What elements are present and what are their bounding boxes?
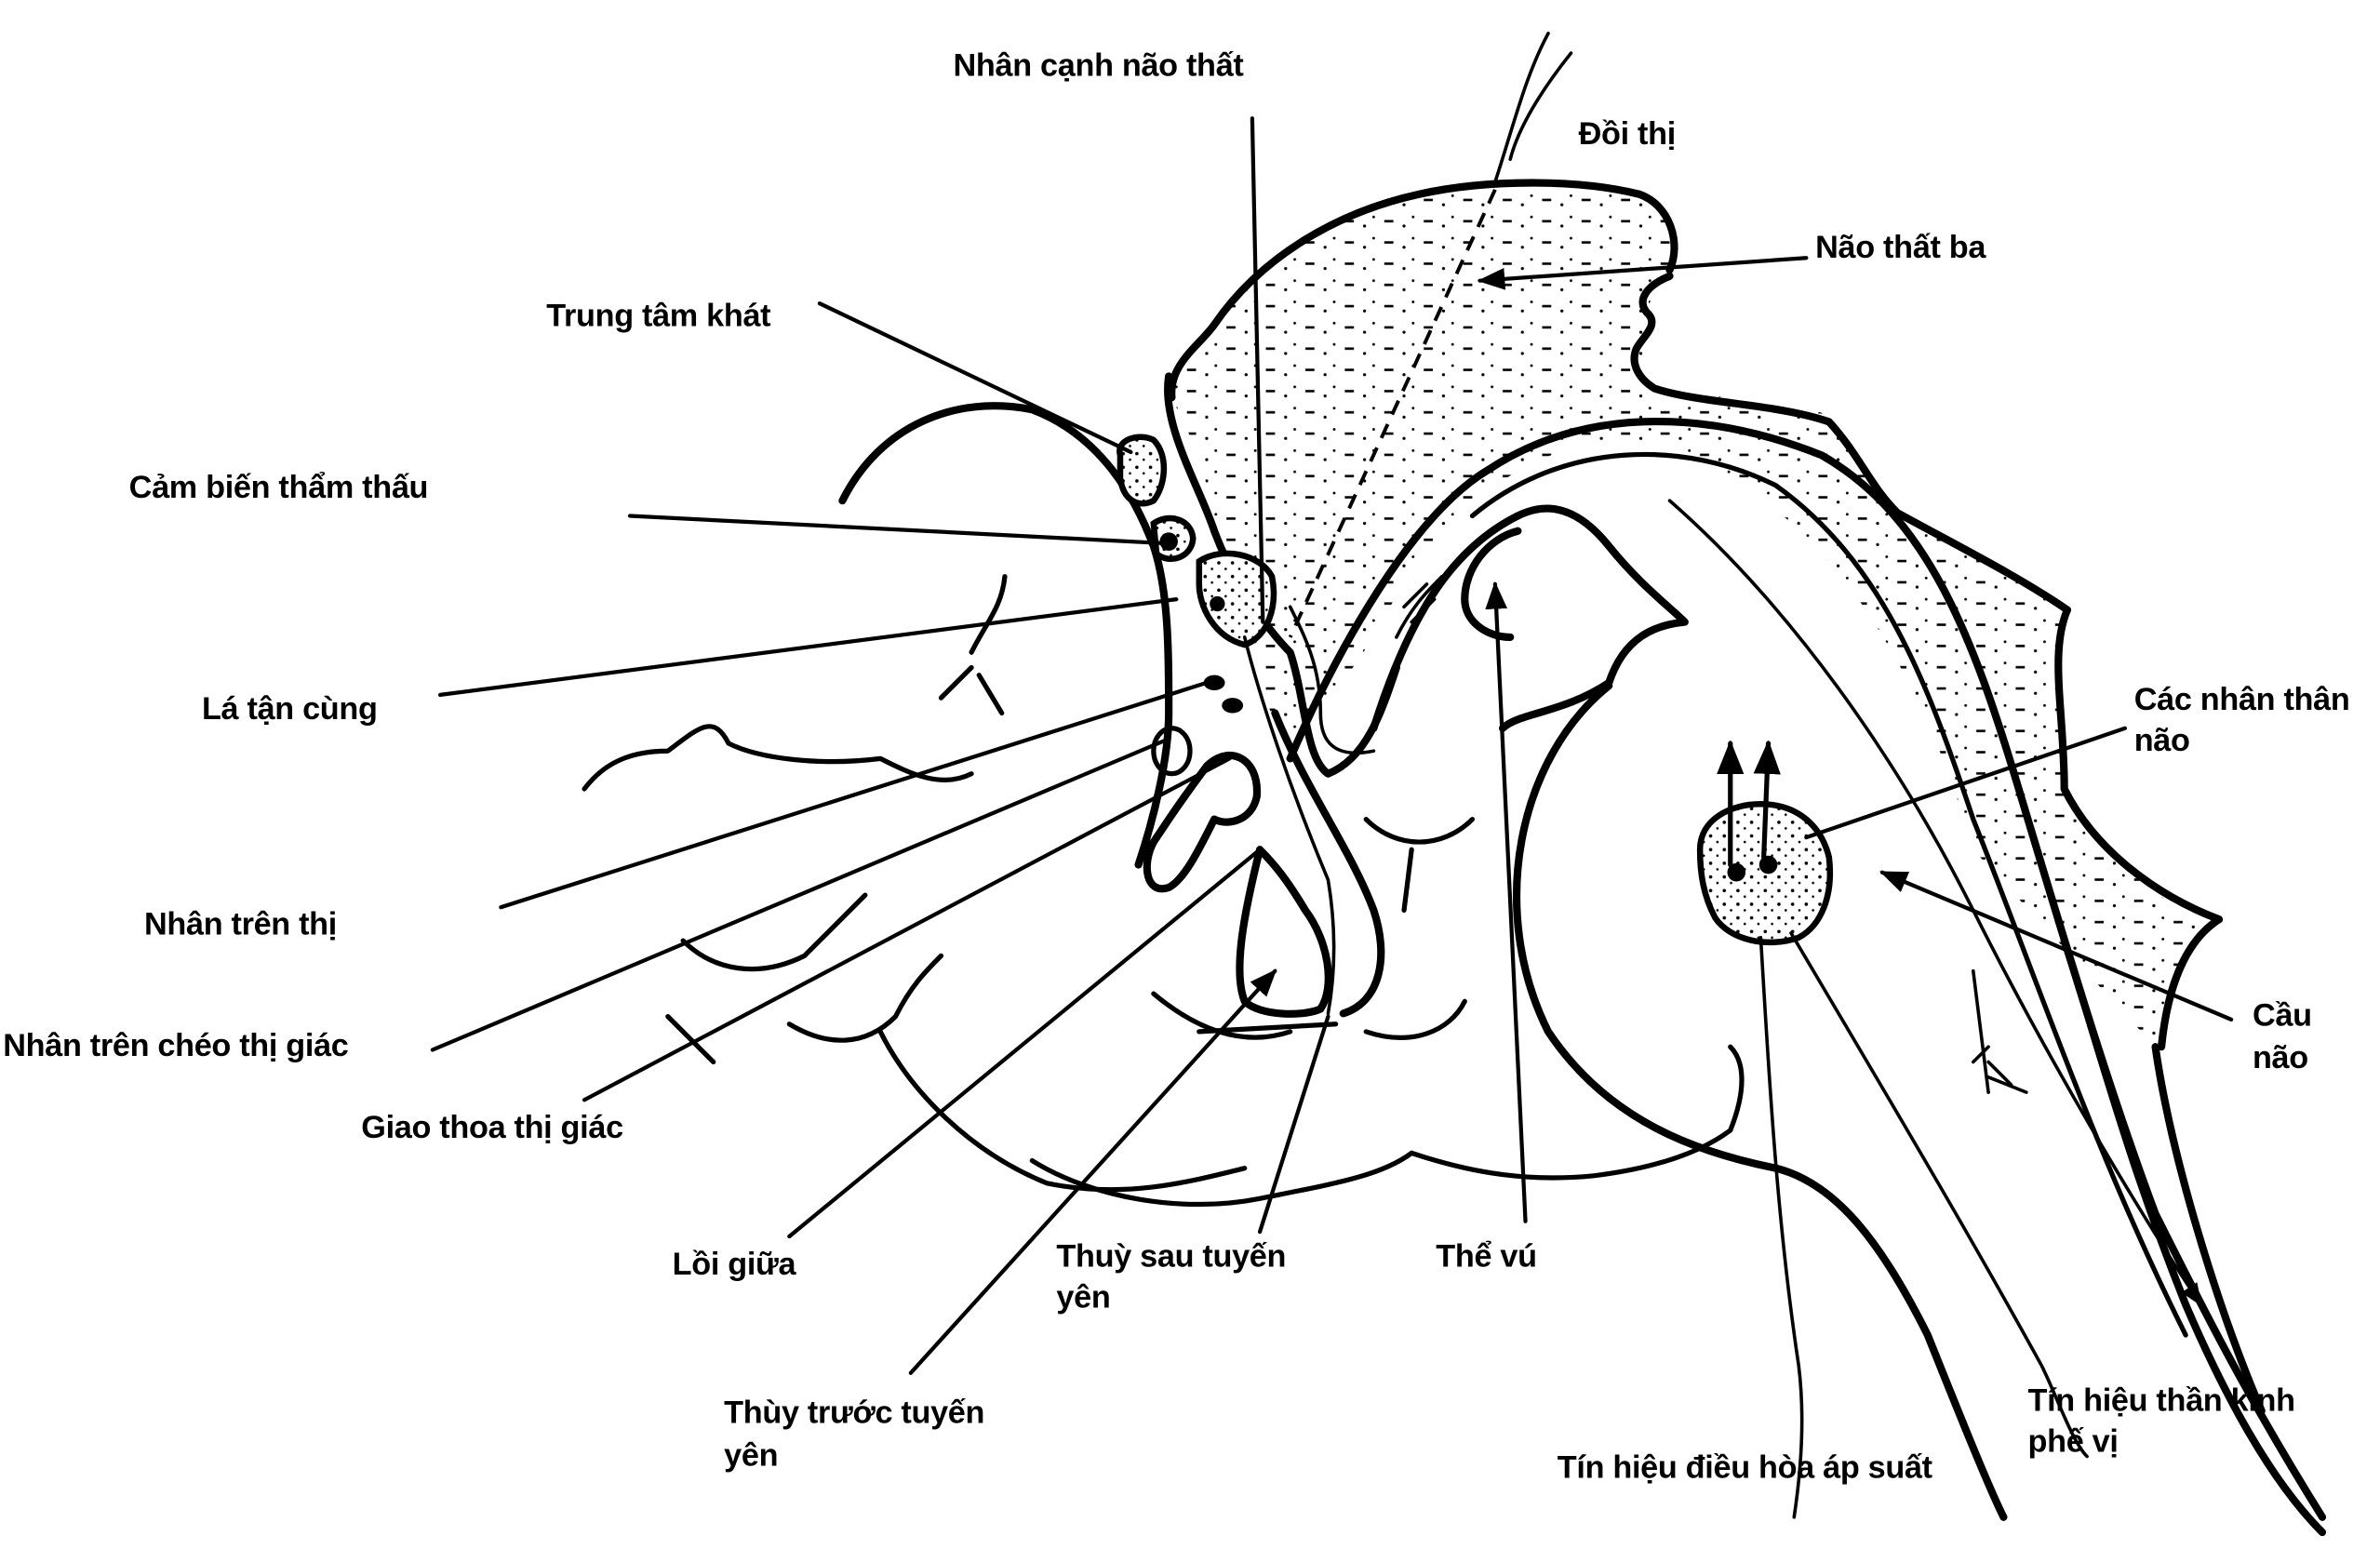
fiber-branches <box>1395 574 1444 639</box>
label-brainstem-nuclei-2: não <box>2134 723 2190 758</box>
label-thalamus: Đồi thị <box>1579 116 1676 152</box>
ascending-arrow <box>1753 740 1781 860</box>
leader-osmoreceptor <box>627 514 1164 545</box>
osmoreceptor-nucleus <box>1159 532 1178 551</box>
fold <box>786 953 944 1043</box>
optic-chiasm-ring <box>1151 726 1193 777</box>
thalamus-fiber <box>1493 32 1550 184</box>
sulcus <box>665 1013 716 1065</box>
vagal-fiber <box>1789 931 2089 1459</box>
leader-thirst-center <box>817 301 1133 455</box>
leader-brainstem-nuclei <box>1804 726 2128 840</box>
label-anterior-pituitary-2: yên <box>724 1437 778 1473</box>
hypophyseal-tract <box>1242 635 1336 1016</box>
leader-supraoptic <box>499 680 1210 910</box>
fold <box>582 724 974 792</box>
leader-anterior-pituitary <box>908 968 1277 1375</box>
pons-dorsal-outline <box>2054 606 2224 1051</box>
brainstem-nucleus-dot <box>1727 862 1746 882</box>
label-anterior-pituitary-1: Thùy trước tuyến <box>724 1395 984 1431</box>
brainstem <box>1286 417 2327 1537</box>
label-vagal-signal-2: phế vị <box>2028 1424 2119 1460</box>
medulla-outline <box>2060 936 2327 1537</box>
label-pons-2: não <box>2253 1040 2308 1075</box>
medulla-inner-outline <box>2151 1043 2266 1415</box>
label-lamina-terminalis: Lá tận cùng <box>202 691 378 727</box>
fold <box>680 892 868 972</box>
hypothalamus <box>838 372 1444 1035</box>
brainstem-nucleus-dot <box>1758 855 1778 875</box>
label-paraventricular-nucleus: Nhân cạnh não thất <box>954 48 1244 84</box>
label-posterior-pituitary-1: Thuỳ sau tuyến <box>1056 1239 1286 1275</box>
baroreceptor-fiber <box>1758 936 1804 1519</box>
label-supraoptic-nucleus: Nhân trên thị <box>144 907 337 942</box>
fold <box>1409 1044 1745 1181</box>
paraventricular-nucleus-dot <box>1210 595 1225 612</box>
pituitary-stalk <box>1271 709 1385 1018</box>
pons-ventral-outline <box>1513 682 2008 1521</box>
tuberal-line <box>1288 605 1376 755</box>
optic-nerve-shape <box>1143 752 1261 893</box>
label-baroreceptor-signal: Tín hiệu điều hòa áp suất <box>1558 1449 1932 1485</box>
paraventricular-blob <box>1196 550 1277 648</box>
cortical-folds <box>582 574 1745 1208</box>
labels: Nhân cạnh não thất Đồi thị Não thất ba T… <box>3 48 2350 1486</box>
label-median-eminence: Lồi giữa <box>673 1247 797 1282</box>
supraoptic-nucleus-dot <box>1203 674 1225 690</box>
thalamus-fibers <box>1288 32 1573 638</box>
thalamus-outline <box>1168 179 1678 402</box>
posterior-pituitary <box>1236 846 1332 1018</box>
label-thirst-center: Trung tâm khát <box>546 299 770 334</box>
anterior-curve <box>838 402 1173 869</box>
thalamus-fiber <box>1508 51 1573 162</box>
leader-third-ventricle <box>1477 256 1809 290</box>
label-suprachiasmatic-nucleus: Nhân trên chéo thị giác <box>3 1028 349 1063</box>
brainstem-ventral-outline <box>1286 417 2327 1521</box>
third-ventricle-region <box>1168 179 2224 1051</box>
leader-median-eminence <box>787 848 1263 1239</box>
fold <box>1363 816 1476 845</box>
leader-lamina-terminalis <box>437 597 1179 698</box>
leader-posterior-pituitary <box>1257 1014 1330 1235</box>
leader-suprachiasmatic <box>430 737 1171 1052</box>
label-vagal-signal-1: Tín hiệu thần kinh <box>2028 1383 2295 1419</box>
third-ventricle-stipple <box>1171 182 2216 1048</box>
leader-lines <box>430 116 2234 1375</box>
third-ventricle-wall <box>1630 272 2072 614</box>
label-third-ventricle: Não thất ba <box>1815 230 1986 265</box>
thalamus-dashed-tract <box>1288 189 1497 638</box>
label-mammillary-body: Thể vú <box>1436 1239 1536 1275</box>
leader-mammillary <box>1485 581 1528 1223</box>
label-pons-1: Cầu <box>2253 997 2312 1033</box>
label-optic-chiasm: Giao thoa thị giác <box>361 1110 623 1145</box>
leader-paraventricular <box>1250 116 1265 624</box>
brainstem-inner-line <box>1469 451 2188 1338</box>
leader-pons <box>1879 870 2234 1022</box>
label-brainstem-nuclei-1: Các nhân thân <box>2134 682 2350 717</box>
mammillary-body <box>1370 504 1689 732</box>
label-posterior-pituitary-2: yên <box>1056 1280 1110 1315</box>
fold <box>1029 1150 1414 1208</box>
sulcus <box>938 574 1008 716</box>
brainstem-nuclei <box>1667 499 2203 1519</box>
fold <box>877 1029 1248 1193</box>
label-osmoreceptor: Cảm biến thẩm thấu <box>129 470 429 505</box>
leader-optic-chiasm <box>582 756 1232 1102</box>
sulcus <box>1401 847 1414 914</box>
suprachiasmatic-nucleus-dot <box>1222 698 1244 714</box>
nerve-branches <box>1971 968 2028 1094</box>
thirst-center-blob <box>1116 434 1168 507</box>
